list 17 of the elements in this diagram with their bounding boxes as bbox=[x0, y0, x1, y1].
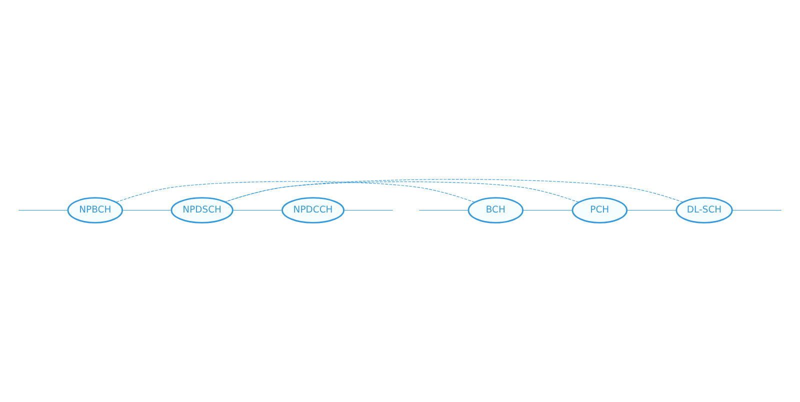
node-ellipse: NPDSCH bbox=[170, 197, 234, 224]
connector bbox=[224, 181, 580, 203]
connector bbox=[626, 210, 677, 211]
connector bbox=[344, 210, 394, 211]
connector bbox=[224, 179, 684, 202]
connector bbox=[116, 181, 476, 203]
node-ellipse: NPBCH bbox=[67, 197, 124, 224]
connector bbox=[122, 210, 172, 211]
connector bbox=[732, 210, 782, 211]
connector bbox=[522, 210, 573, 211]
connector bbox=[418, 210, 469, 211]
node-ellipse: NPDCCH bbox=[282, 197, 344, 224]
node-ellipse: PCH bbox=[572, 197, 628, 224]
connector bbox=[232, 210, 282, 211]
connector bbox=[18, 210, 68, 211]
node-ellipse: DL-SCH bbox=[676, 197, 733, 224]
node-ellipse: BCH bbox=[468, 197, 524, 224]
